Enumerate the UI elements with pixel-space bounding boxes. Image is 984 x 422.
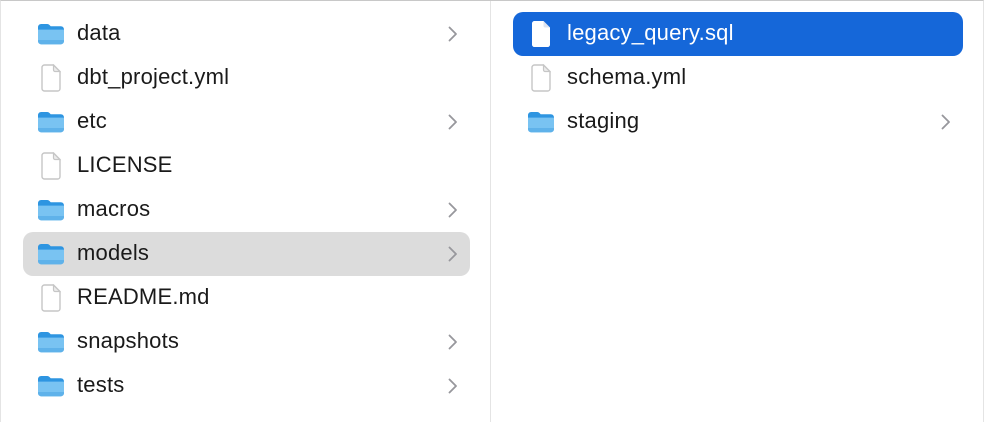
file-icon [37, 151, 65, 181]
folder-row-models[interactable]: models [23, 232, 470, 276]
file-row-legacy_query.sql[interactable]: legacy_query.sql [513, 12, 963, 56]
item-label: etc [77, 108, 107, 133]
item-label: macros [77, 196, 151, 221]
folder-icon [37, 239, 65, 269]
folder-icon [37, 195, 65, 225]
item-label: tests [77, 372, 125, 397]
item-label: legacy_query.sql [567, 20, 734, 45]
file-row-dbt_project.yml[interactable]: dbt_project.yml [23, 56, 470, 100]
folder-icon [37, 107, 65, 137]
file-icon [37, 283, 65, 313]
item-label: staging [567, 108, 640, 133]
folder-row-staging[interactable]: staging [513, 100, 963, 144]
file-row-schema.yml[interactable]: schema.yml [513, 56, 963, 100]
chevron-right-icon [447, 377, 458, 395]
folder-icon [37, 327, 65, 357]
file-icon [37, 63, 65, 93]
item-label: data [77, 20, 121, 45]
file-icon [527, 63, 555, 93]
chevron-right-icon [447, 201, 458, 219]
item-label: LICENSE [77, 152, 173, 177]
item-label: schema.yml [567, 64, 687, 89]
chevron-right-icon [447, 245, 458, 263]
folder-row-etc[interactable]: etc [23, 100, 470, 144]
folder-icon [527, 107, 555, 137]
file-icon [527, 19, 555, 49]
file-row-README.md[interactable]: README.md [23, 276, 470, 320]
chevron-right-icon [940, 113, 951, 131]
item-label: dbt_project.yml [77, 64, 230, 89]
finder-column-models: legacy_query.sql schema.yml [491, 1, 983, 422]
folder-row-snapshots[interactable]: snapshots [23, 320, 470, 364]
finder-column-parent: data dbt_project.yml [1, 1, 491, 422]
folder-row-macros[interactable]: macros [23, 188, 470, 232]
folder-icon [37, 19, 65, 49]
folder-icon [37, 371, 65, 401]
folder-row-tests[interactable]: tests [23, 364, 470, 408]
item-label: README.md [77, 284, 210, 309]
item-label: snapshots [77, 328, 180, 353]
file-row-LICENSE[interactable]: LICENSE [23, 144, 470, 188]
folder-row-data[interactable]: data [23, 12, 470, 56]
item-label: models [77, 240, 150, 265]
chevron-right-icon [447, 333, 458, 351]
chevron-right-icon [447, 25, 458, 43]
chevron-right-icon [447, 113, 458, 131]
